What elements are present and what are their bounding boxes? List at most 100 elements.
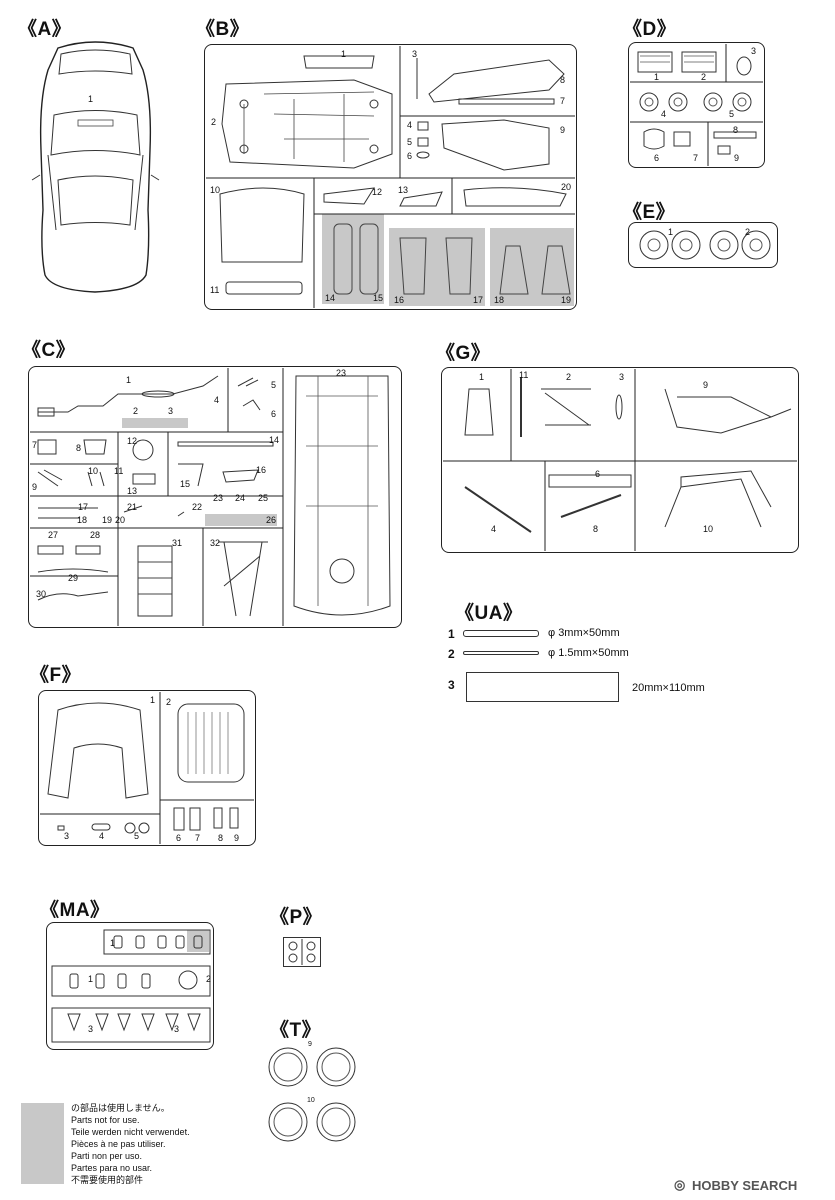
part-number-c23-frame: 23 <box>336 368 347 378</box>
part-number-d4: 4 <box>661 109 667 119</box>
part-number-f7: 7 <box>195 833 201 843</box>
part-number-g8: 8 <box>593 524 599 534</box>
part-number-f4: 4 <box>99 831 105 841</box>
part-number-b2: 2 <box>211 117 217 127</box>
part-number-b7: 7 <box>560 96 566 106</box>
part-number-c6: 6 <box>271 409 277 419</box>
part-number-b18: 18 <box>494 295 505 305</box>
part-number-c22: 22 <box>192 502 203 512</box>
part-number-g11: 11 <box>519 370 529 380</box>
unused-b18-19 <box>490 228 574 306</box>
ua-rod-1 <box>463 630 539 637</box>
part-number-c20: 20 <box>115 515 126 525</box>
part-number-d6: 6 <box>654 153 660 163</box>
runner-d-parts <box>630 44 763 166</box>
section-c-label: 《C》 <box>22 340 76 361</box>
section-d-label: 《D》 <box>623 19 677 40</box>
part-number-b11: 11 <box>210 285 220 295</box>
ua-row-1-spec: φ 3mm×50mm <box>548 627 620 639</box>
section-b-label: 《B》 <box>196 19 250 40</box>
part-number-f5: 5 <box>134 831 140 841</box>
runner-e-frame <box>628 222 778 268</box>
runner-g-frame <box>441 367 799 553</box>
part-number-t9: 9 <box>308 1041 312 1048</box>
part-number-c15: 15 <box>180 479 191 489</box>
runner-ma-parts <box>51 929 211 1043</box>
part-number-c30: 30 <box>36 589 47 599</box>
part-number-c9: 9 <box>32 482 38 492</box>
runner-ma-frame <box>46 922 214 1050</box>
ua-row-1-number: 1 <box>448 627 455 641</box>
runner-e-parts <box>639 230 771 260</box>
part-number-c16: 16 <box>256 465 267 475</box>
part-number-ma3-a: 3 <box>88 1024 94 1034</box>
part-number-c21: 21 <box>127 502 138 512</box>
part-number-ma3-b: 3 <box>174 1024 180 1034</box>
part-number-c19: 19 <box>102 515 113 525</box>
ua-row-2-spec: φ 1.5mm×50mm <box>548 647 629 659</box>
part-number-c11: 11 <box>114 466 124 476</box>
part-number-c1: 1 <box>126 375 132 385</box>
legend-line-zh: 不需要使用的部件 <box>71 1175 144 1185</box>
hobby-search-icon: ◎ <box>674 1177 686 1192</box>
part-number-d8: 8 <box>733 125 739 135</box>
tire-set <box>268 1047 356 1142</box>
part-number-f3: 3 <box>64 831 70 841</box>
part-number-g9: 9 <box>703 380 709 390</box>
part-number-b14: 14 <box>325 293 336 303</box>
part-number-a1: 1 <box>88 94 94 104</box>
part-number-g2: 2 <box>566 372 572 382</box>
part-number-c17: 17 <box>78 502 89 512</box>
part-number-d7: 7 <box>693 153 699 163</box>
part-number-c31: 31 <box>172 538 183 548</box>
part-number-c3: 3 <box>168 406 174 416</box>
section-a-label: 《A》 <box>18 19 72 40</box>
part-number-g1: 1 <box>479 372 485 382</box>
unused-b14-15 <box>322 214 384 304</box>
runner-f-parts <box>40 692 254 844</box>
part-number-c24: 24 <box>235 493 246 503</box>
section-g-label: 《G》 <box>436 343 491 364</box>
part-number-c14: 14 <box>269 435 280 445</box>
part-number-c5: 5 <box>271 380 277 390</box>
part-number-g10: 10 <box>703 524 714 534</box>
part-number-c7: 7 <box>32 440 38 450</box>
part-number-e2: 2 <box>745 227 751 237</box>
ua-row-3-number: 3 <box>448 678 455 692</box>
part-number-c12: 12 <box>127 436 138 446</box>
part-number-b13: 13 <box>398 185 409 195</box>
part-number-b9: 9 <box>560 125 566 135</box>
part-number-d5: 5 <box>729 109 735 119</box>
part-number-b16: 16 <box>394 295 405 305</box>
part-number-c23: 23 <box>213 493 224 503</box>
legend-line-de: Teile werden nicht verwendet. <box>71 1127 190 1137</box>
part-number-b6: 6 <box>407 151 413 161</box>
part-number-d9: 9 <box>734 153 740 163</box>
part-number-g3: 3 <box>619 372 625 382</box>
part-number-c10: 10 <box>88 466 99 476</box>
part-number-e1: 1 <box>668 227 674 237</box>
section-f-label: 《F》 <box>30 665 82 686</box>
runner-c-frame <box>28 366 402 628</box>
part-number-b8: 8 <box>560 75 566 85</box>
legend-line-it: Parti non per uso. <box>71 1151 143 1161</box>
unused-c26 <box>205 514 277 526</box>
watermark-text: HOBBY SEARCH <box>692 1178 798 1193</box>
part-number-g6: 6 <box>595 469 601 479</box>
part-number-c29: 29 <box>68 573 79 583</box>
unused-b16-17 <box>389 228 485 306</box>
part-number-b5: 5 <box>407 137 413 147</box>
ua-row-3-spec: 20mm×110mm <box>632 682 705 694</box>
unused-parts-swatch <box>21 1103 64 1184</box>
part-number-c18: 18 <box>77 515 88 525</box>
part-number-b10: 10 <box>210 185 221 195</box>
part-number-b4: 4 <box>407 120 413 130</box>
part-number-c2: 2 <box>133 406 139 416</box>
part-number-f9: 9 <box>234 833 240 843</box>
part-number-g4: 4 <box>491 524 497 534</box>
part-number-c13: 13 <box>127 486 138 496</box>
ua-rod-2 <box>463 651 539 655</box>
part-number-t10: 10 <box>307 1097 315 1104</box>
part-number-b15: 15 <box>373 293 384 303</box>
legend-line-fr: Pièces à ne pas utiliser. <box>71 1139 166 1149</box>
